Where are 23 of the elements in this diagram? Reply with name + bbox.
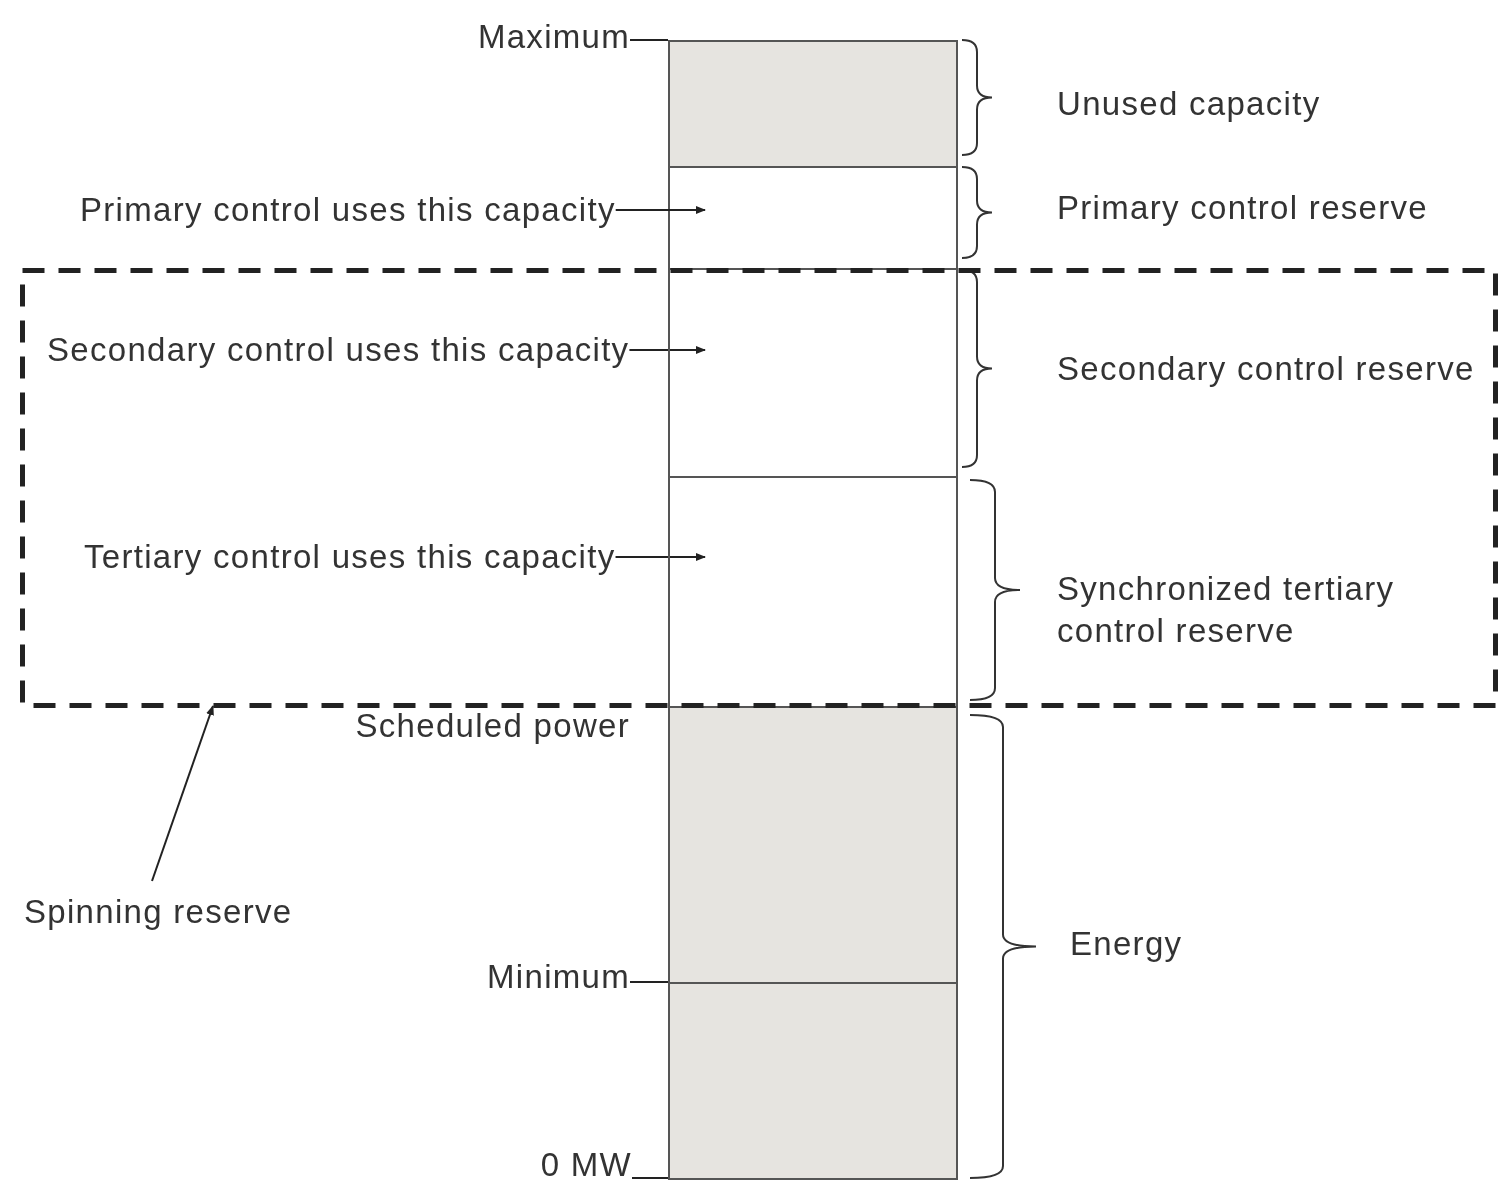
axis-label: Energy	[1070, 925, 1184, 963]
axis-label: Maximum	[476, 18, 630, 56]
shaded-capacity-segment	[668, 706, 958, 984]
pointer-arrow	[628, 346, 706, 354]
annotation-text: Primary control uses this capacity	[80, 191, 616, 229]
reserve-capacity-segment	[668, 166, 958, 270]
annotation-text: Tertiary control uses this capacity	[84, 538, 616, 576]
leader-arrow	[151, 705, 214, 882]
axis-label: Secondary control reserve	[1057, 350, 1476, 388]
axis-label: Minimum	[486, 958, 630, 996]
dashed-reserve-frame	[20, 268, 1498, 708]
annotation-text: Spinning reserve	[24, 893, 293, 931]
annotation-text: Secondary control uses this capacity	[47, 331, 630, 369]
axis-label: 0 MW	[539, 1146, 632, 1182]
axis-label: Synchronized tertiary control reserve	[1057, 569, 1396, 651]
axis-label: Unused capacity	[1057, 85, 1322, 123]
pointer-arrow	[614, 206, 706, 214]
axis-label: Scheduled power	[354, 707, 630, 745]
pointer-arrow	[614, 553, 706, 561]
axis-label: Primary control reserve	[1057, 189, 1429, 227]
reserve-capacity-segment	[668, 268, 958, 478]
shaded-capacity-segment	[668, 40, 958, 168]
shaded-capacity-segment	[668, 982, 958, 1180]
